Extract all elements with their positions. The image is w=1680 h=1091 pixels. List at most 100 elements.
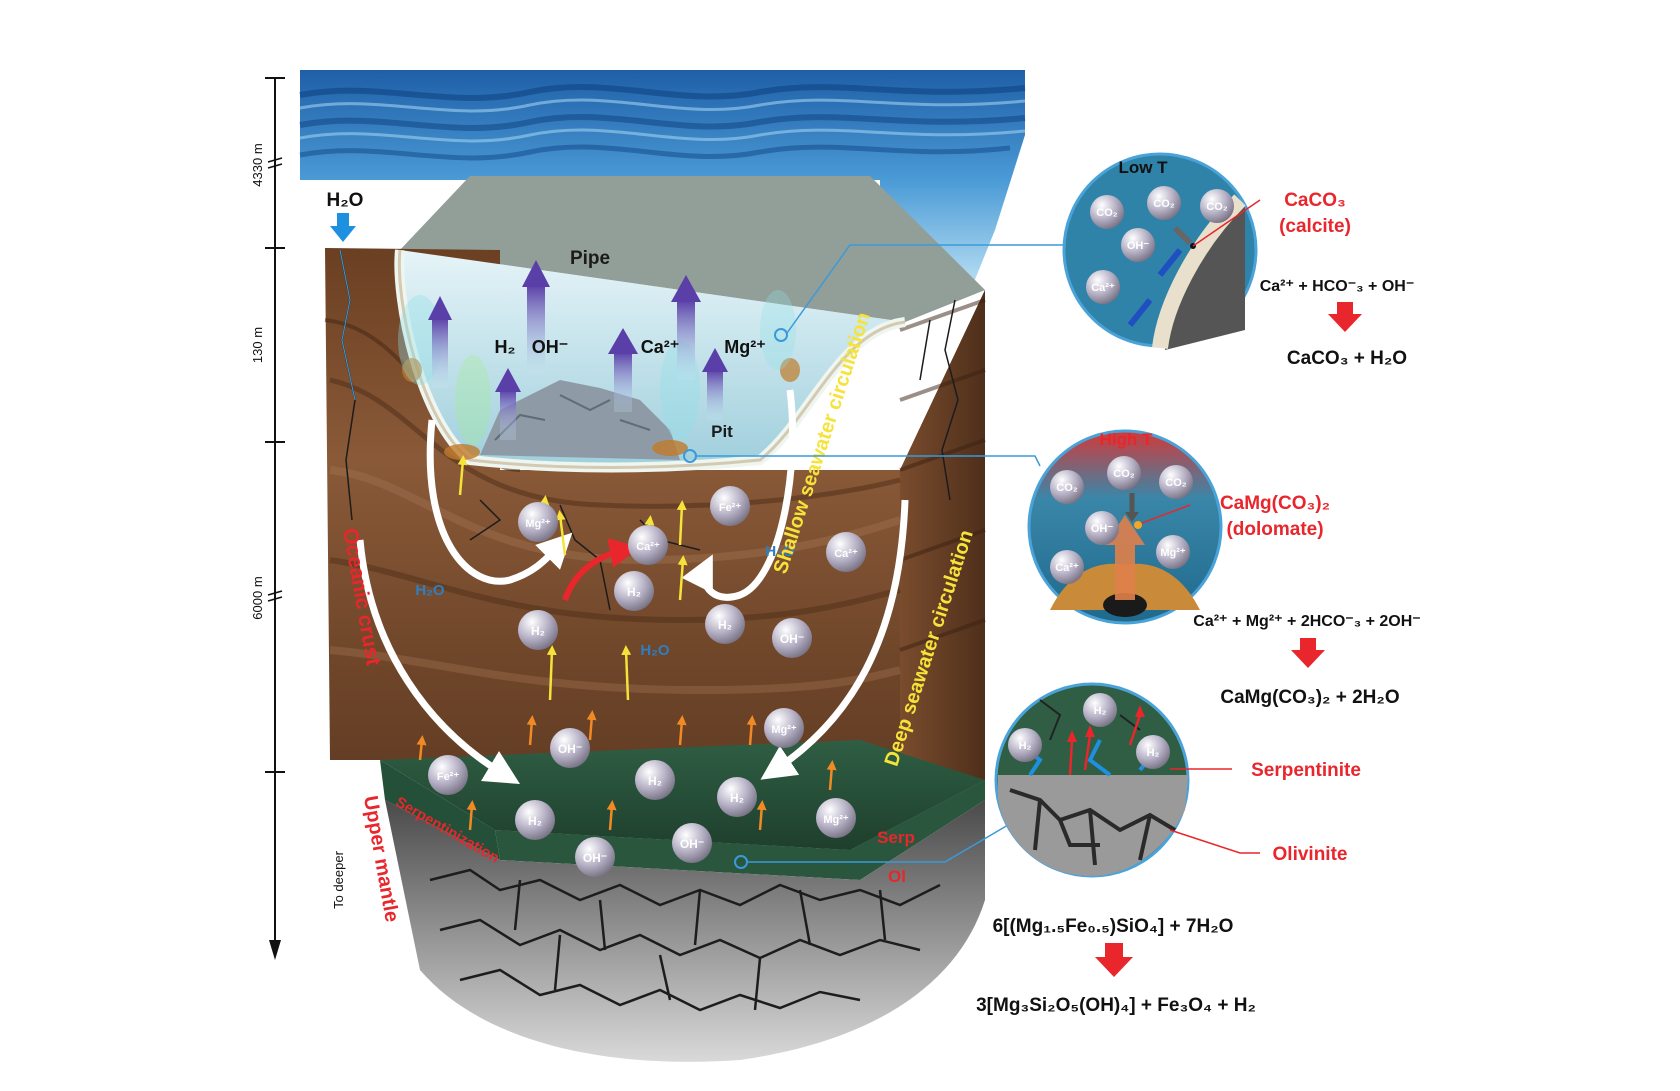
calcite-name: (calcite) <box>1279 216 1351 237</box>
svg-text:Fe²⁺: Fe²⁺ <box>437 771 460 783</box>
bubble-fe: Fe²⁺ <box>428 755 468 795</box>
upper-mantle-block <box>380 740 985 1062</box>
inset-low-temperature: Low T CO₂ CO₂ CO₂ OH⁻ Ca²⁺ CaCO₃ (calcit… <box>1062 152 1415 369</box>
serp-label: Serp <box>877 828 915 847</box>
svg-text:H₂: H₂ <box>627 585 641 599</box>
bubble-mg: Mg²⁺ <box>518 502 558 542</box>
red-down-arrow-icon <box>1095 943 1133 977</box>
calcite-formula: CaCO₃ <box>1284 190 1346 211</box>
oh-ion: OH⁻ <box>1121 228 1155 262</box>
svg-text:Ca²⁺: Ca²⁺ <box>1091 282 1115 294</box>
svg-text:OH⁻: OH⁻ <box>583 851 607 865</box>
olivinite-label: Olivinite <box>1273 844 1348 865</box>
red-down-arrow-icon <box>1328 302 1362 332</box>
bubble-fe: Fe²⁺ <box>710 486 750 526</box>
ca-ion: Ca²⁺ <box>1086 270 1120 304</box>
inset-serpentinization: H₂ H₂ H₂ Serpentinite Olivinite 6[(Mg₁.₅… <box>976 682 1361 1016</box>
bubble-ca: Ca²⁺ <box>826 532 866 572</box>
ca-ion: Ca²⁺ <box>1050 550 1084 584</box>
purple-arrow <box>702 348 728 420</box>
svg-text:Ca²⁺: Ca²⁺ <box>1055 562 1079 574</box>
co2-molecule: CO₂ <box>1107 456 1141 490</box>
oh-ion: OH⁻ <box>1085 511 1119 545</box>
purple-arrow <box>671 275 701 380</box>
species-bubbles: Mg²⁺ Fe²⁺ Ca²⁺ Ca²⁺ H₂ H₂ H₂ OH⁻ OH⁻ Mg²… <box>428 486 866 877</box>
svg-text:OH⁻: OH⁻ <box>558 742 582 756</box>
vent-species-mg: Mg²⁺ <box>724 337 765 357</box>
orange-upflow-arrows <box>416 710 837 831</box>
ol-label: Ol <box>888 867 906 886</box>
inset-connectors <box>683 244 1063 869</box>
depth-label-4330: 4330 m <box>250 143 265 186</box>
circulation-arrows <box>356 389 909 785</box>
purple-arrow <box>495 368 521 440</box>
svg-text:Mg²⁺: Mg²⁺ <box>771 724 797 736</box>
bubble-oh: OH⁻ <box>672 823 712 863</box>
svg-text:Ca²⁺: Ca²⁺ <box>834 548 858 560</box>
pit-label: Pit <box>711 422 733 441</box>
high-t-title: High T <box>1100 430 1153 449</box>
co2-molecule: CO₂ <box>1050 470 1084 504</box>
pipe-label: Pipe <box>570 248 610 269</box>
svg-text:H₂: H₂ <box>531 624 545 638</box>
mg-ion: Mg²⁺ <box>1156 535 1190 569</box>
svg-text:OH⁻: OH⁻ <box>1091 523 1114 535</box>
seawater-intake: H₂O <box>327 190 364 242</box>
co2-molecule: CO₂ <box>1200 189 1234 223</box>
svg-text:Ca²⁺: Ca²⁺ <box>636 541 660 553</box>
h2o-label: H₂O <box>415 582 444 599</box>
serpentinization-reactants: 6[(Mg₁.₅Fe₀.₅)SiO₄] + 7H₂O <box>993 916 1234 937</box>
bubble-oh: OH⁻ <box>772 618 812 658</box>
dolomite-reactants: Ca²⁺ + Mg²⁺ + 2HCO⁻₃ + 2OH⁻ <box>1193 613 1420 630</box>
svg-text:OH⁻: OH⁻ <box>680 837 704 851</box>
h2o-intake-label: H₂O <box>327 190 364 211</box>
bubble-oh: OH⁻ <box>550 728 590 768</box>
low-t-title: Low T <box>1118 158 1168 177</box>
svg-text:OH⁻: OH⁻ <box>780 632 804 646</box>
svg-text:OH⁻: OH⁻ <box>1127 240 1150 252</box>
bubble-h2: H₂ <box>515 800 555 840</box>
svg-text:CO₂: CO₂ <box>1153 198 1175 210</box>
serpentinite-label: Serpentinite <box>1251 760 1361 781</box>
vent-upflow-arrows <box>428 260 728 440</box>
svg-text:Mg²⁺: Mg²⁺ <box>525 518 551 530</box>
h2-bubble: H₂ <box>1008 728 1042 762</box>
vent-species-oh: OH⁻ <box>532 337 569 357</box>
depth-label-6000: 6000 m <box>250 576 265 619</box>
co2-molecule: CO₂ <box>1159 465 1193 499</box>
h2o-label: H₂O <box>640 642 669 659</box>
depth-label-130: 130 m <box>250 327 265 363</box>
calcite-reactants: Ca²⁺ + HCO⁻₃ + OH⁻ <box>1260 278 1415 295</box>
bubble-h2: H₂ <box>518 610 558 650</box>
dolomite-name: (dolomate) <box>1226 519 1323 540</box>
vent-species-ca: Ca²⁺ <box>641 337 680 357</box>
red-down-arrow-icon <box>1291 638 1325 668</box>
svg-text:Mg²⁺: Mg²⁺ <box>823 814 849 826</box>
h2o-label: H₂O <box>765 543 794 560</box>
h2-bubble: H₂ <box>1136 735 1170 769</box>
calcite-result: CaCO₃ + H₂O <box>1287 348 1407 369</box>
svg-text:H₂: H₂ <box>718 618 732 632</box>
purple-arrow <box>428 296 452 388</box>
bubble-h2: H₂ <box>635 760 675 800</box>
blue-down-arrow-icon <box>330 213 356 242</box>
svg-text:H₂: H₂ <box>1019 740 1032 752</box>
bubble-mg: Mg²⁺ <box>764 708 804 748</box>
depth-label-deeper: To deeper <box>331 850 346 908</box>
depth-scale: 4330 m 130 m 6000 m To deeper <box>250 77 346 960</box>
h2-bubble: H₂ <box>1083 693 1117 727</box>
bubble-oh: OH⁻ <box>575 837 615 877</box>
bubble-h2: H₂ <box>705 604 745 644</box>
bubble-mg: Mg²⁺ <box>816 798 856 838</box>
co2-molecule: CO₂ <box>1147 186 1181 220</box>
ocean-layer <box>299 70 1026 292</box>
bubble-ca: Ca²⁺ <box>628 525 668 565</box>
svg-text:CO₂: CO₂ <box>1165 477 1187 489</box>
co2-molecule: CO₂ <box>1090 195 1124 229</box>
svg-text:H₂: H₂ <box>528 814 542 828</box>
vent-species-h2: H₂ <box>495 337 516 357</box>
svg-text:H₂: H₂ <box>1147 747 1160 759</box>
svg-text:H₂: H₂ <box>648 774 662 788</box>
svg-text:Fe²⁺: Fe²⁺ <box>719 502 742 514</box>
